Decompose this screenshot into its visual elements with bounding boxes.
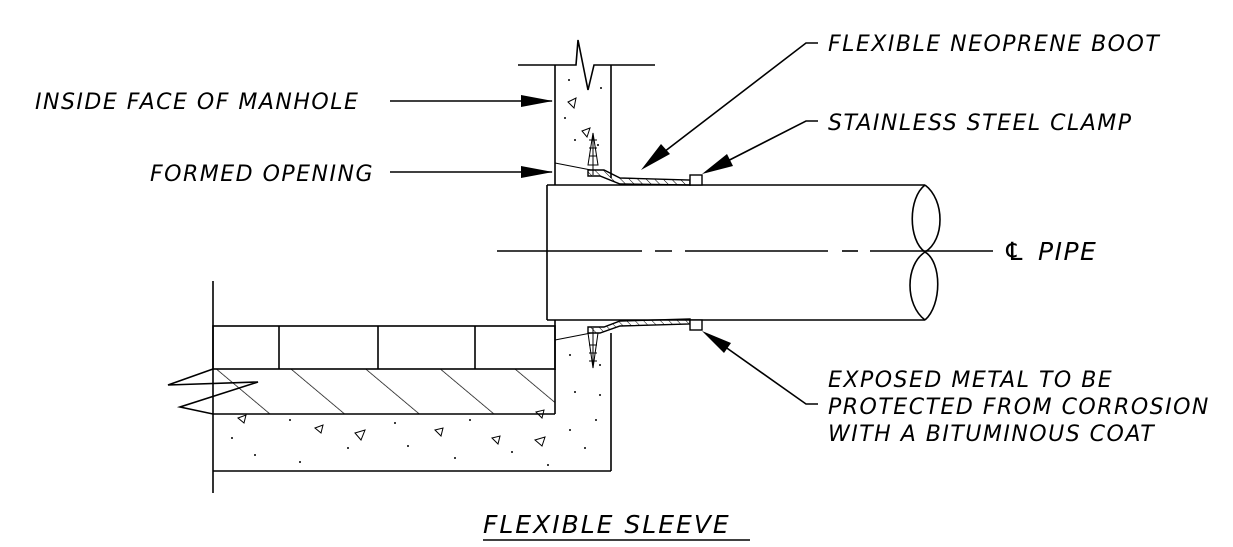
- steel-clamp-label: STAINLESS STEEL CLAMP: [828, 111, 1133, 136]
- inside-face-label: INSIDE FACE OF MANHOLE: [35, 90, 359, 115]
- leader-steel-clamp: [702, 120, 818, 174]
- title-text: FLEXIBLE SLEEVE: [483, 510, 731, 539]
- neoprene-boot-bottom: [587, 318, 703, 369]
- drawing-title: FLEXIBLE SLEEVE: [483, 510, 750, 541]
- exposed-metal-label-line-3: WITH A BITUMINOUS COAT: [828, 422, 1155, 447]
- wall-concrete-texture: [564, 79, 602, 366]
- exposed-metal-label-line-2: PROTECTED FROM CORROSION: [828, 395, 1210, 420]
- clamp-top: [689, 174, 703, 186]
- formed-opening-label: FORMED OPENING: [150, 162, 374, 187]
- neoprene-boot-top: [587, 132, 703, 186]
- clamp-bottom: [689, 319, 703, 331]
- leader-exposed-metal: [702, 331, 818, 405]
- manhole-base: [167, 281, 611, 493]
- exposed-metal-label-line-1: EXPOSED METAL TO BE: [828, 368, 1113, 393]
- centerline-symbol: ℄: [1003, 237, 1027, 266]
- base-concrete-texture: [231, 391, 601, 466]
- pipe: [546, 184, 941, 321]
- leader-neoprene-boot: [641, 42, 818, 170]
- leader-formed-opening: [390, 166, 553, 178]
- leader-inside-face: [390, 95, 553, 107]
- neoprene-boot-label: FLEXIBLE NEOPRENE BOOT: [828, 32, 1160, 57]
- centerline-label: PIPE: [1038, 237, 1097, 266]
